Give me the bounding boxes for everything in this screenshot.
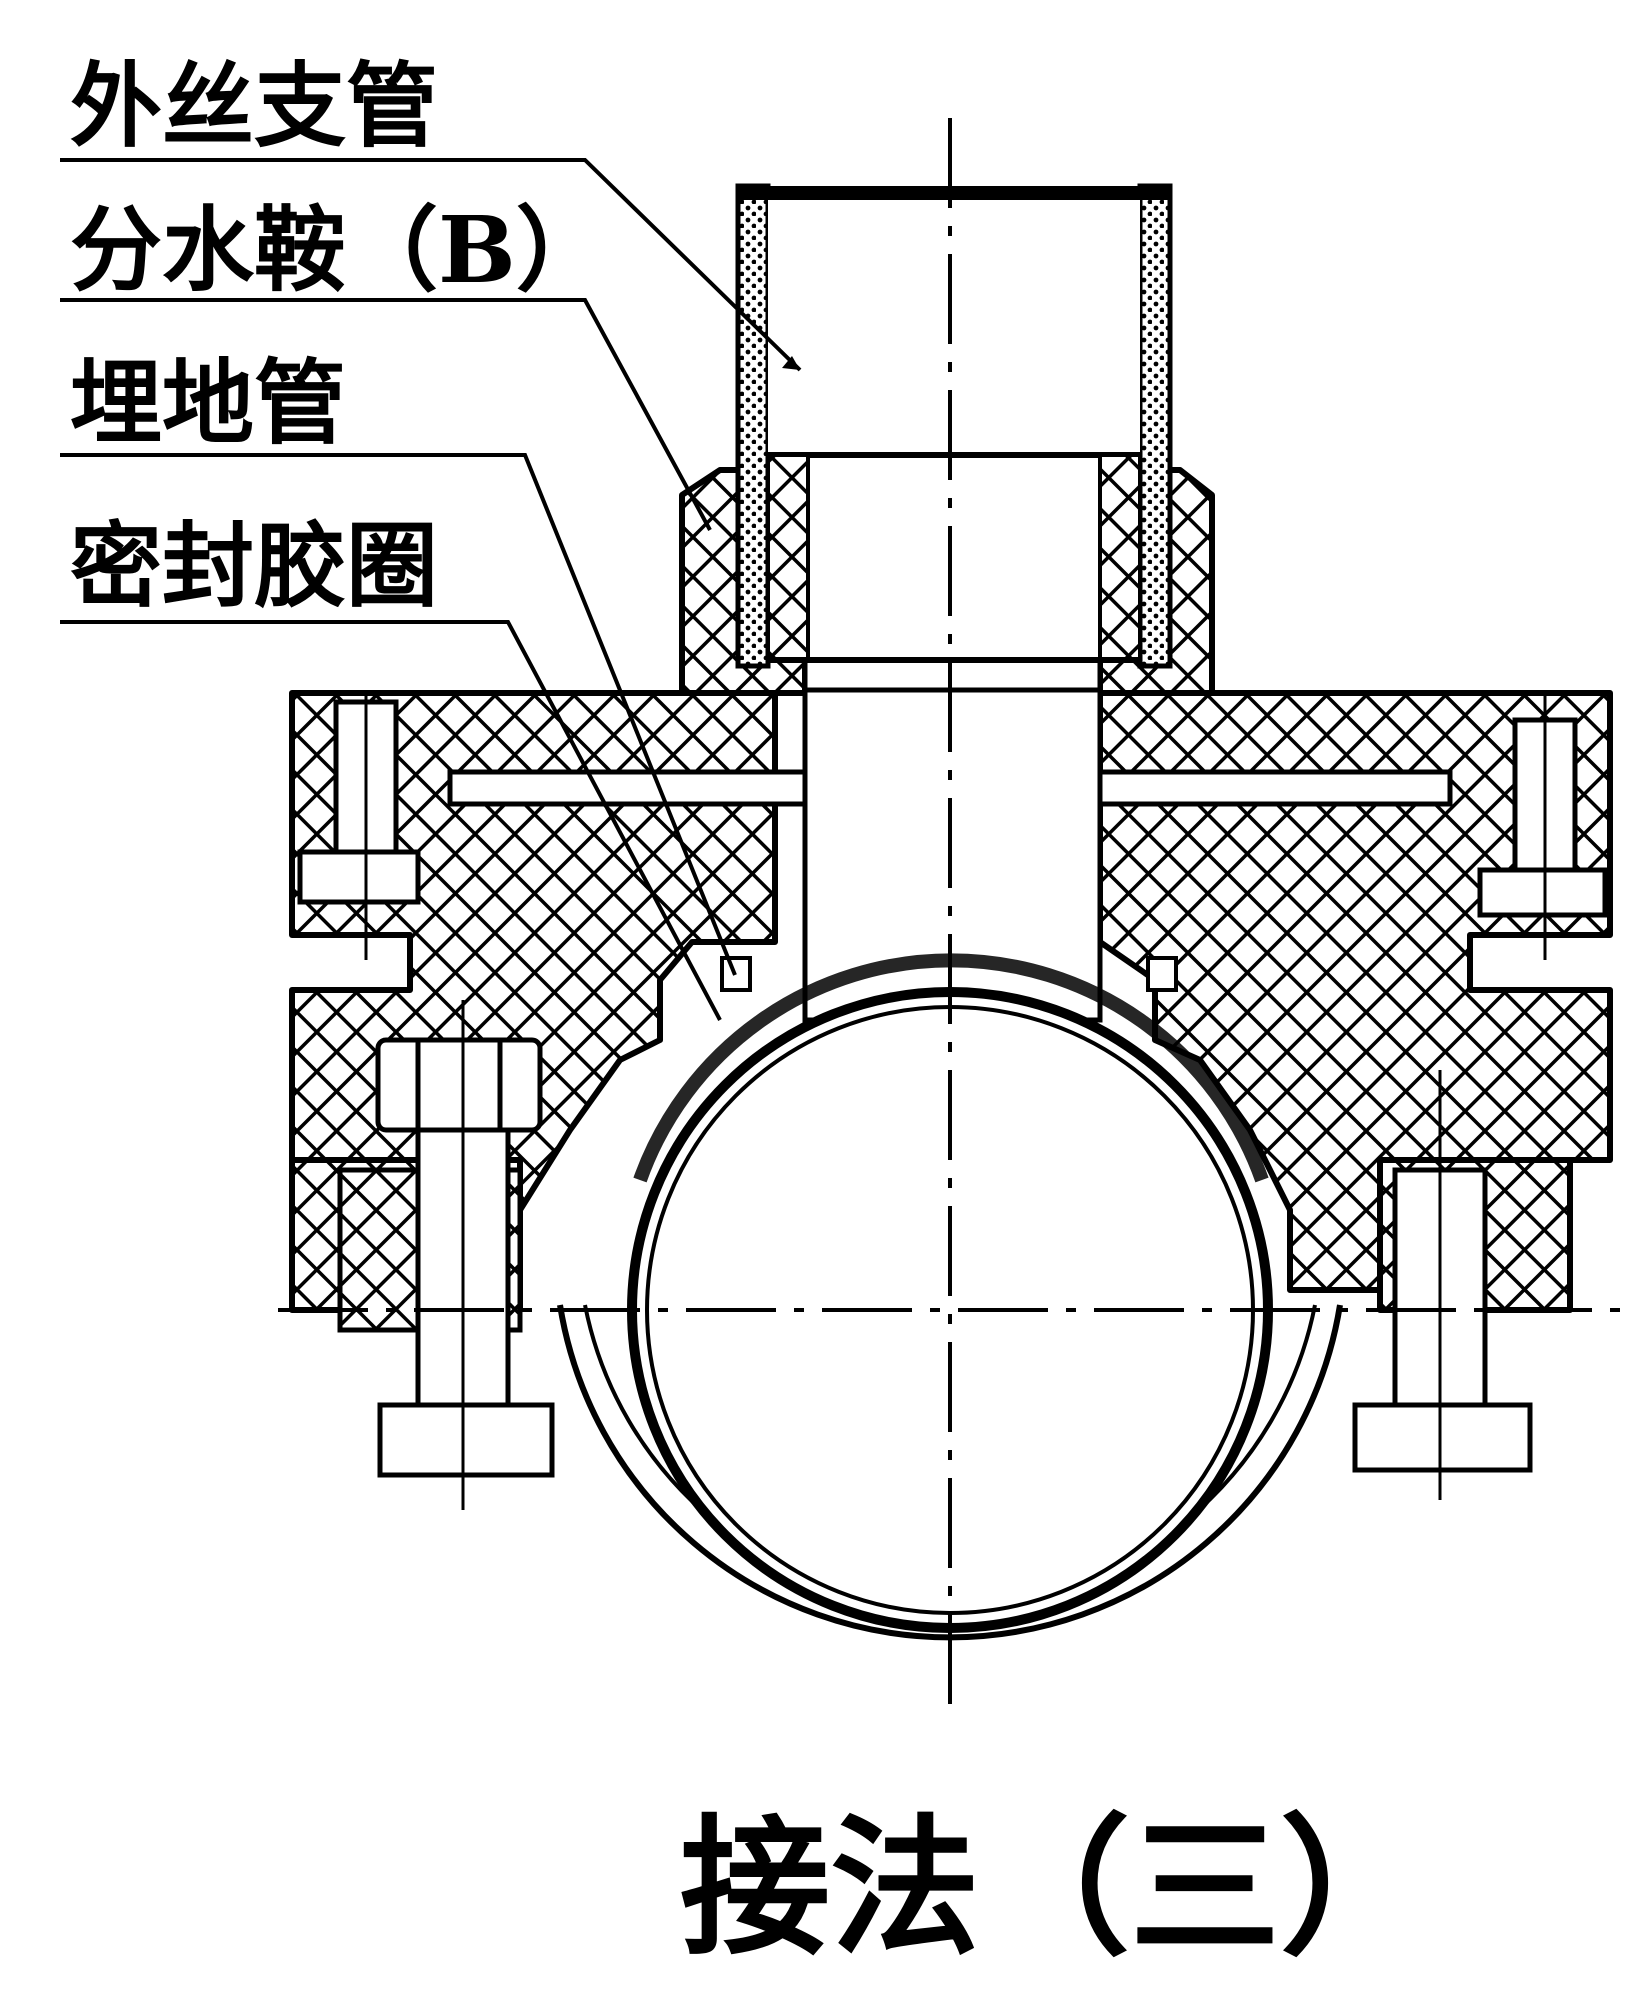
label-saddle-b: 分水鞍（B） xyxy=(70,196,608,304)
label-buried-pipe: 埋地管 xyxy=(70,349,346,457)
figure-caption: 接法（三） xyxy=(680,1800,1430,1976)
left-bottom-bolt xyxy=(337,1000,555,1510)
left-top-bolt xyxy=(297,690,421,960)
seal-ring-right xyxy=(1146,956,1178,992)
label-outer-thread-branch: 外丝支管 xyxy=(70,52,438,160)
center-lines xyxy=(278,118,1629,1720)
leader-arrow xyxy=(782,356,800,370)
right-bottom-bolt xyxy=(1352,1070,1533,1500)
leader-lines xyxy=(60,158,802,1021)
threaded-branch-pipe xyxy=(735,183,1173,669)
label-seal-ring: 密封胶圈 xyxy=(70,512,438,620)
right-top-bolt xyxy=(1477,690,1608,960)
